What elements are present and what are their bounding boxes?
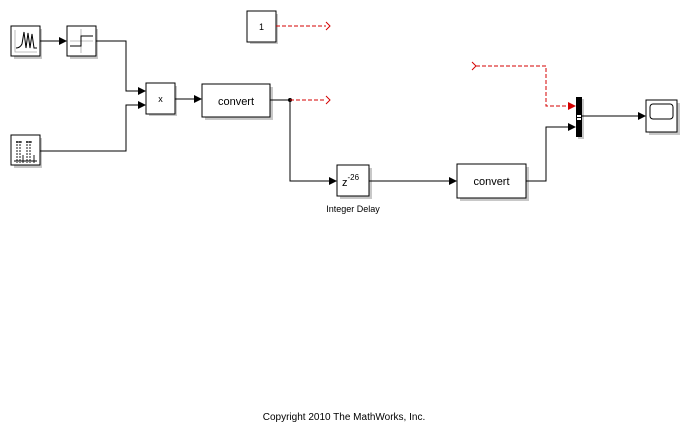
delay-exponent: -26: [348, 173, 360, 182]
delay-base: z: [342, 177, 348, 189]
integer-delay-block[interactable]: z-26: [336, 164, 372, 199]
quantizer-block[interactable]: [66, 25, 98, 59]
copyright-footer: Copyright 2010 The MathWorks, Inc.: [262, 412, 426, 423]
integer-delay-caption: Integer Delay: [326, 204, 380, 214]
step-icon: [70, 29, 93, 53]
signal-lines: [40, 37, 646, 185]
constant-label: 1: [259, 22, 264, 32]
scope-block[interactable]: [645, 99, 680, 135]
constant-block[interactable]: 1: [246, 10, 278, 44]
goto-arrow-icon: [325, 95, 331, 105]
convert-1-label: convert: [218, 96, 254, 108]
convert-2-label: convert: [473, 176, 509, 188]
goto-from-lines: [276, 21, 576, 110]
svg-text:z-26: z-26: [342, 173, 360, 189]
convert-block-2[interactable]: convert: [456, 163, 529, 201]
goto-arrow-icon: [325, 21, 331, 31]
product-block[interactable]: x: [145, 82, 177, 116]
mux-block[interactable]: [576, 97, 584, 139]
product-label: x: [158, 94, 163, 104]
pulse-train-icon: [14, 141, 37, 163]
waveform-icon: [14, 30, 37, 53]
from-arrow-icon: [471, 61, 477, 71]
signal-source-block-1[interactable]: [10, 25, 42, 59]
signal-source-block-2[interactable]: [10, 134, 42, 168]
convert-block-1[interactable]: convert: [201, 83, 273, 120]
scope-icon: [649, 103, 674, 120]
